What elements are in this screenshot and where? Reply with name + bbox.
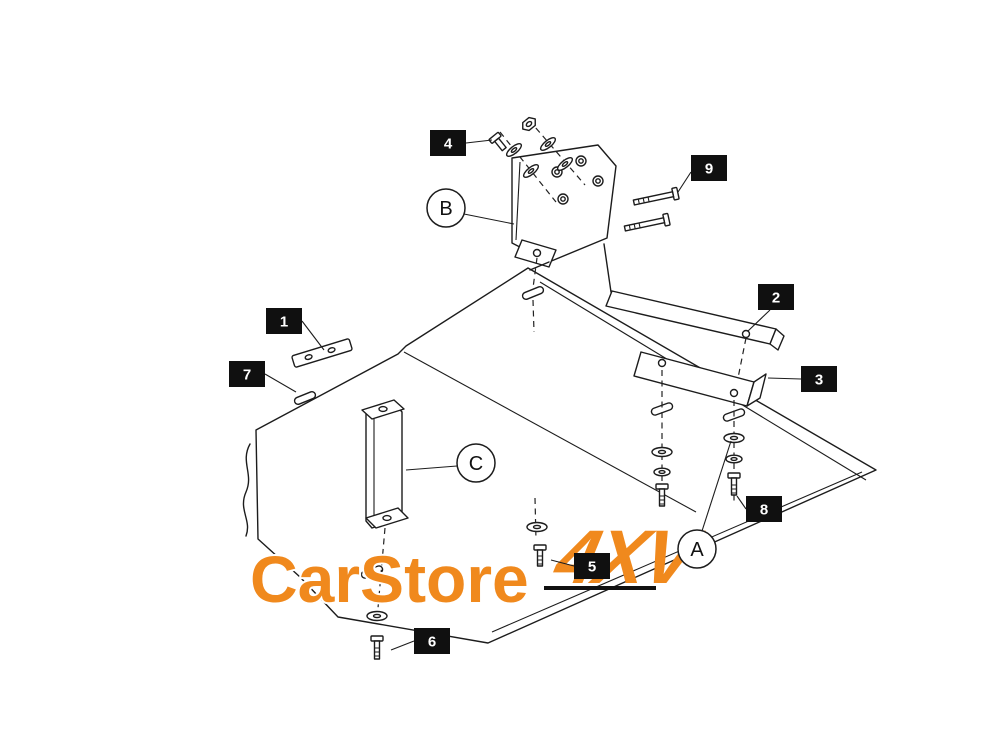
- center-fastener-axis: [532, 299, 537, 541]
- letter-balloon-a: A: [677, 440, 732, 569]
- callout-5: 5: [550, 553, 610, 579]
- bolt-pair: [623, 186, 680, 232]
- washer: [723, 432, 745, 444]
- bolt: [632, 186, 680, 206]
- side-bracket-tab: [746, 373, 767, 407]
- svg-text:5: 5: [588, 559, 596, 576]
- letter-a-label: A: [690, 539, 704, 561]
- washer: [522, 164, 540, 178]
- washer: [366, 610, 388, 622]
- letter-a-leader: [701, 440, 732, 532]
- callout-2: 2: [747, 284, 794, 332]
- watermark-brand: CarStore: [250, 542, 529, 616]
- letter-balloon-c: C: [405, 443, 496, 483]
- mount-rail: [605, 290, 785, 389]
- fastener-axis-dashed: [528, 119, 586, 186]
- bolt: [533, 544, 547, 567]
- bolt: [655, 483, 669, 507]
- washer-bolt-bottom: [366, 610, 388, 660]
- small-strip: [291, 338, 353, 368]
- mount-rail-hole: [741, 329, 751, 339]
- svg-text:6: 6: [428, 634, 436, 651]
- svg-text:9: 9: [705, 161, 713, 178]
- washer: [653, 467, 671, 477]
- plate-left-torn-edge: [242, 443, 251, 537]
- mount-rail-end-tab: [769, 328, 785, 351]
- bolt: [370, 635, 384, 660]
- plate-bottom-inner-line: [491, 471, 863, 633]
- plate-crease-line: [403, 351, 697, 513]
- plate-slot: [650, 402, 674, 416]
- washer: [725, 454, 743, 464]
- svg-text:1: 1: [280, 314, 288, 331]
- washer: [651, 446, 673, 458]
- washer: [556, 157, 574, 171]
- washer: [505, 143, 523, 157]
- washer: [526, 521, 548, 533]
- callout-3: 3: [767, 366, 837, 392]
- bolt: [727, 472, 741, 496]
- svg-text:7: 7: [243, 367, 251, 384]
- upright-bracket: [361, 399, 409, 609]
- upright-bracket-top-hole: [378, 405, 388, 413]
- svg-text:2: 2: [772, 290, 780, 307]
- top-bracket-holes: [551, 155, 604, 205]
- fastener-axis-dashed: [377, 527, 386, 609]
- plate-slot: [521, 285, 545, 301]
- bracket-to-rail-line: [603, 243, 612, 293]
- svg-text:8: 8: [760, 502, 768, 519]
- side-bracket-hole: [729, 388, 739, 398]
- strip-hole: [304, 354, 313, 361]
- callout-7: 7: [229, 361, 297, 393]
- top-bracket-fold-line: [515, 161, 521, 241]
- nut: [522, 116, 536, 132]
- side-bracket-hole: [657, 358, 667, 368]
- callout-8: 8: [736, 495, 782, 522]
- plate-slot: [360, 565, 384, 579]
- bracket-base-dashed: [532, 257, 538, 289]
- callout-9: 9: [677, 155, 727, 193]
- top-bracket: [511, 144, 617, 293]
- strip-hole: [327, 347, 336, 354]
- letter-c-label: C: [469, 453, 483, 475]
- letter-b-leader: [463, 213, 515, 225]
- letter-b-label: B: [439, 198, 452, 220]
- letter-c-leader: [405, 465, 458, 471]
- svg-text:4: 4: [444, 136, 453, 153]
- letter-balloon-b: B: [426, 188, 515, 228]
- bracket-to-plate-line: [529, 261, 550, 271]
- fastener-stack-top: [488, 116, 586, 203]
- svg-text:3: 3: [815, 372, 823, 389]
- washer: [539, 137, 557, 151]
- skid-plate: [242, 267, 877, 644]
- fastener-axis-dashed: [499, 131, 557, 203]
- top-bracket-base-hole: [532, 248, 542, 258]
- right-fastener-stacks: [651, 370, 745, 507]
- callout-6: 6: [390, 628, 450, 654]
- watermark-underline: [544, 586, 656, 590]
- callout-1: 1: [266, 308, 325, 351]
- callout-4: 4: [430, 130, 493, 156]
- bolt: [623, 212, 671, 232]
- washer-bolt-center: [526, 521, 548, 567]
- screw: [488, 131, 507, 152]
- upright-bracket-bottom-hole: [382, 514, 392, 522]
- side-bracket: [633, 351, 767, 407]
- plate-slot: [293, 390, 317, 406]
